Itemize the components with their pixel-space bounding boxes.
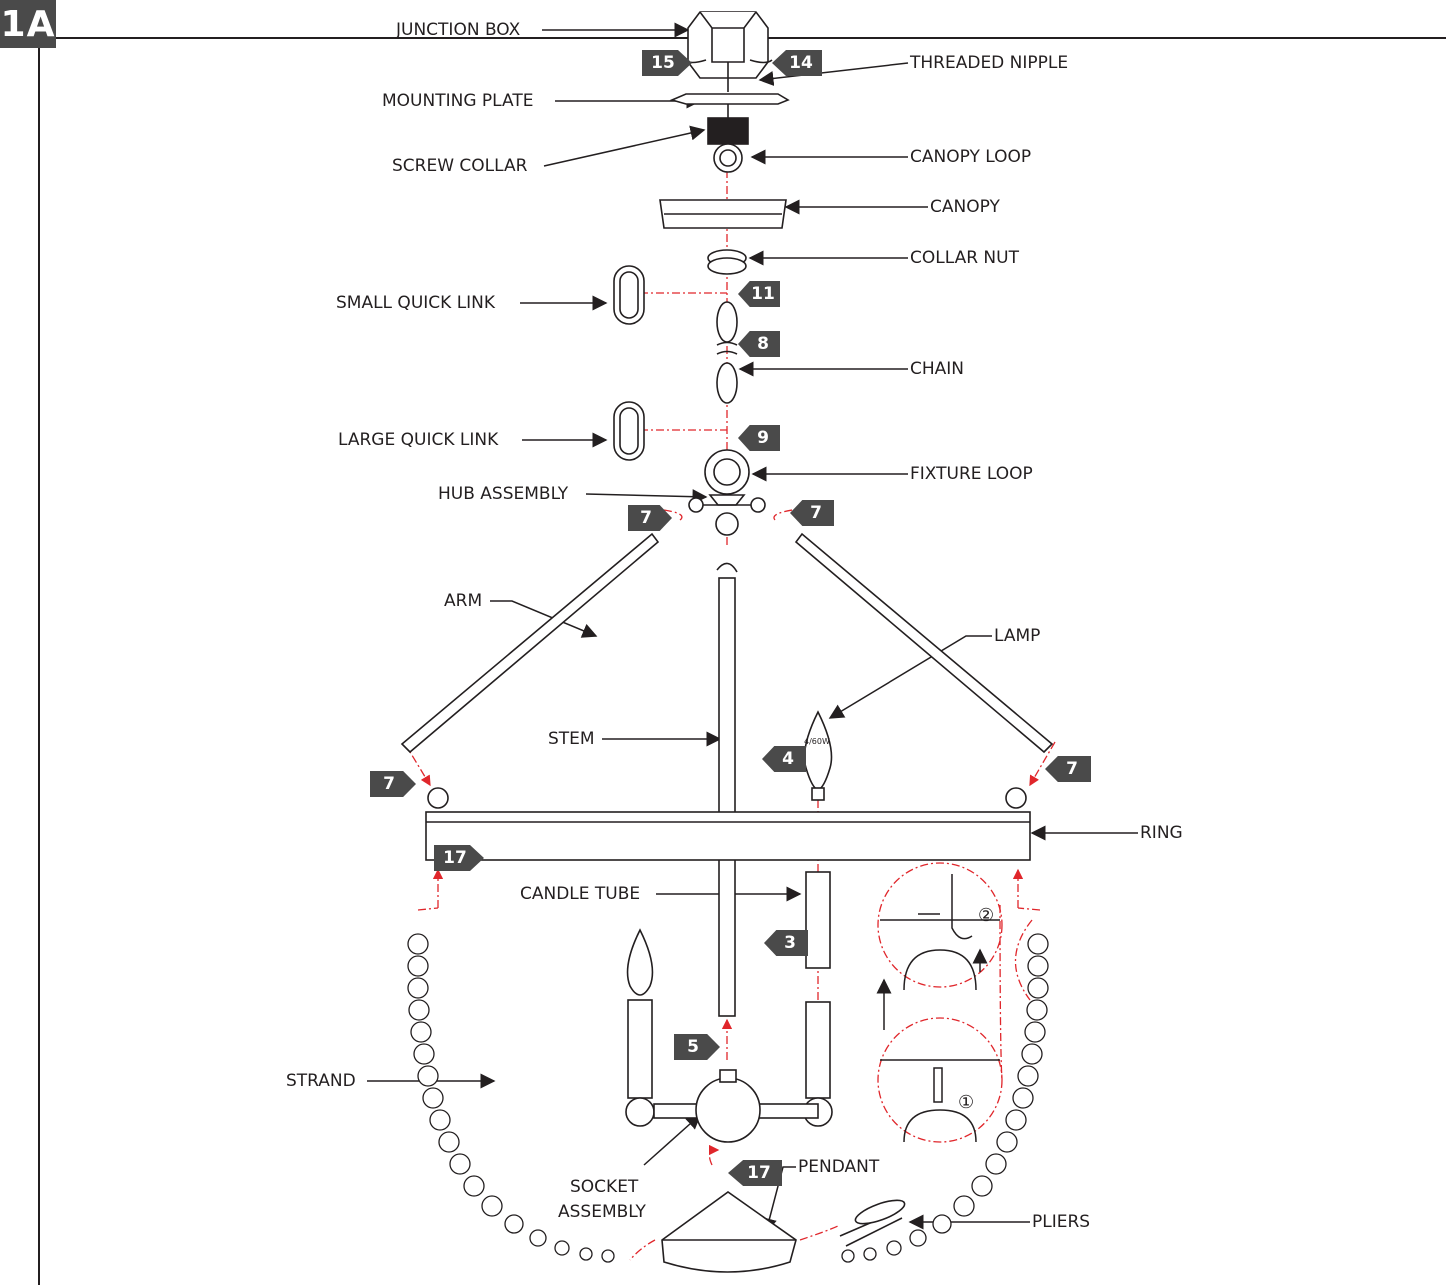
label-socket-assembly-line2: ASSEMBLY <box>558 1202 646 1222</box>
label-stem: STEM <box>548 729 595 749</box>
label-pliers: PLIERS <box>1032 1212 1091 1232</box>
leader-lines <box>367 22 1138 1234</box>
bead-strands <box>407 933 1049 1263</box>
label-socket-assembly-line1: SOCKET <box>570 1177 639 1197</box>
label-threaded-nipple: THREADED NIPPLE <box>910 53 1069 73</box>
label-canopy: CANOPY <box>930 197 1000 217</box>
label-lamp: LAMP <box>994 626 1041 646</box>
label-hub-assembly: HUB ASSEMBLY <box>438 484 569 504</box>
label-large-quick-link: LARGE QUICK LINK <box>338 430 499 450</box>
label-canopy-loop: CANOPY LOOP <box>910 147 1032 167</box>
detail-insets <box>876 874 1000 1143</box>
label-fixture-loop: FIXTURE LOOP <box>910 464 1033 484</box>
label-screw-collar: SCREW COLLAR <box>392 156 528 176</box>
label-pendant: PENDANT <box>798 1157 880 1177</box>
label-mounting-plate: MOUNTING PLATE <box>382 91 534 111</box>
label-junction-box: JUNCTION BOX <box>396 20 521 40</box>
label-small-quick-link: SMALL QUICK LINK <box>336 293 496 313</box>
bulb-rating: 4/60W <box>804 737 830 746</box>
label-candle-tube: CANDLE TUBE <box>520 884 641 904</box>
label-strand: STRAND <box>286 1071 356 1091</box>
detail-step-first: ① <box>958 1092 975 1113</box>
label-collar-nut: COLLAR NUT <box>910 248 1019 268</box>
detail-step-second: ② <box>978 905 995 926</box>
parts <box>400 11 1054 1273</box>
label-arm: ARM <box>444 591 483 611</box>
label-ring: RING <box>1140 823 1183 843</box>
label-chain: CHAIN <box>910 359 965 379</box>
figure-badge: 1A <box>0 0 56 48</box>
